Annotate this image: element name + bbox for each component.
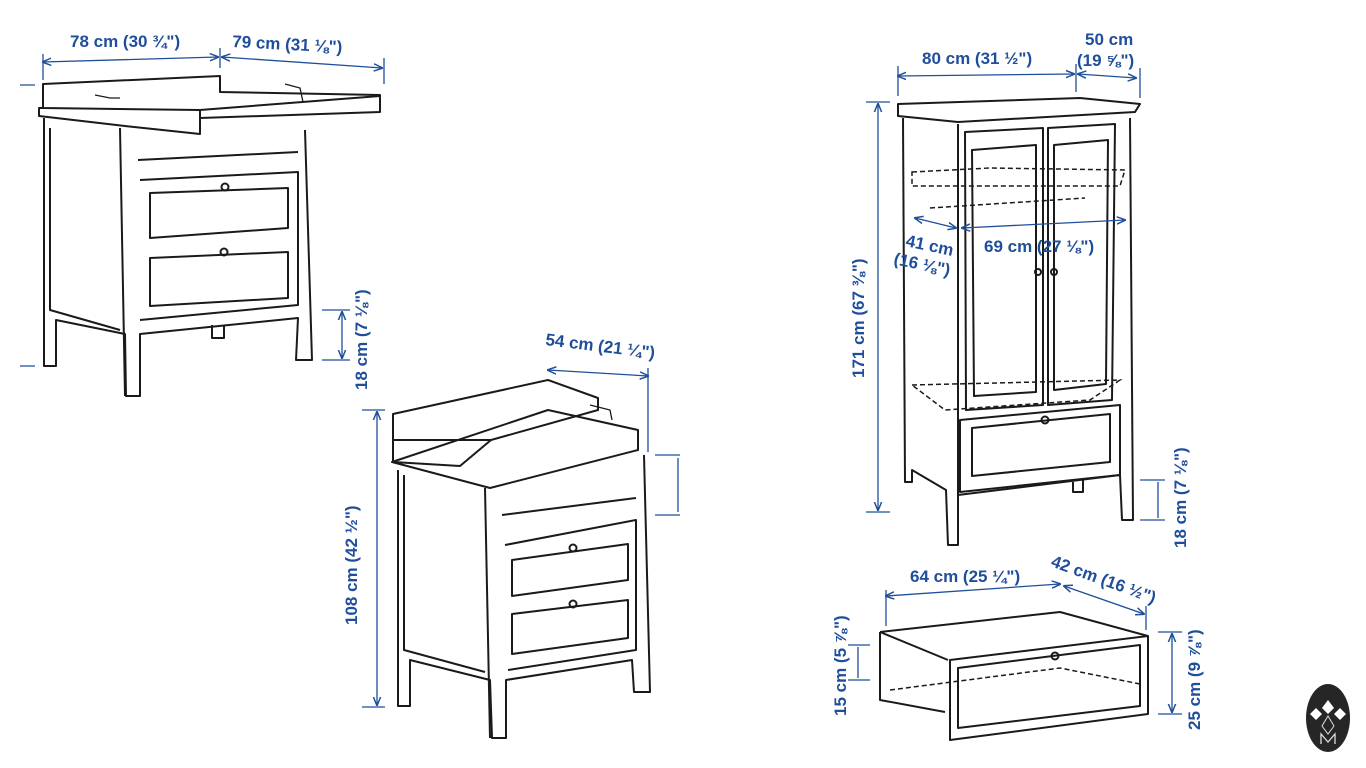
wardrobe-inner-width-label: 69 cm (27 ⅛") (984, 237, 1094, 256)
wardrobe-depth-label-1: 50 cm (1085, 30, 1133, 49)
ct-leg-height-label: 18 cm (7 ⅛") (352, 289, 371, 390)
drawer-width-label: 64 cm (25 ¼") (910, 567, 1020, 586)
dresser-height-label: 108 cm (42 ½") (342, 505, 361, 625)
dresser-depth-label: 54 cm (21 ¼") (545, 330, 657, 362)
brand-badge-icon (1306, 684, 1350, 752)
drawer-depth-label: 42 cm (16 ½") (1049, 552, 1159, 608)
wardrobe-depth-label-2: (19 ⅝") (1077, 51, 1134, 70)
ct-width-front-label: 78 cm (30 ¾") (70, 32, 180, 51)
drawer-inner-height-label: 15 cm (5 ⅞") (831, 615, 850, 716)
dresser-drawing (391, 379, 651, 739)
changing-table-drawing (38, 75, 381, 397)
wardrobe-height-label: 171 cm (67 ⅜") (849, 258, 868, 378)
wardrobe-leg-height-label: 18 cm (7 ⅛") (1171, 447, 1190, 548)
dimension-lines (20, 48, 1182, 715)
drawer-drawing (879, 611, 1149, 741)
drawer-outer-height-label: 25 cm (9 ⅞") (1185, 629, 1204, 730)
wardrobe-drawing (897, 97, 1141, 546)
ct-width-open-label: 79 cm (31 ⅛") (232, 32, 343, 57)
wardrobe-width-label: 80 cm (31 ½") (922, 49, 1032, 68)
